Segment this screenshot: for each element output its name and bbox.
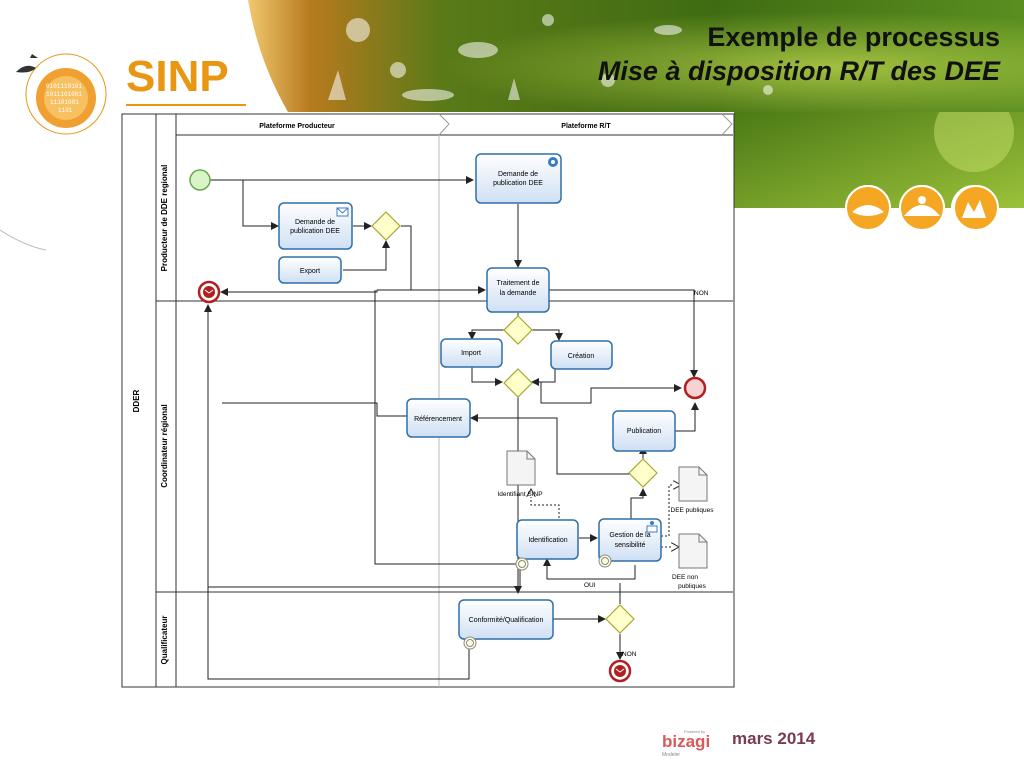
task-export: Export — [278, 256, 342, 284]
label-non-bottom: NON — [622, 651, 637, 658]
banner-graphic — [248, 0, 1024, 112]
artifact-identifiant-sinp: Identifiant SINP — [497, 450, 543, 498]
gateway-merge — [503, 368, 533, 398]
timer-boundary-icon-2 — [598, 554, 612, 568]
task-creation-label: Création — [568, 353, 595, 360]
sinp-emblem: 0101110101 1011101001 11101001 1101 — [6, 42, 122, 142]
task-publication: Publication — [612, 410, 676, 452]
task-demande-publication-rt: Demande de publication DEE — [475, 153, 562, 204]
lane-label-coordinateur: Coordinateur régional — [160, 404, 169, 488]
task-traitement-demande: Traitement de la demande — [486, 267, 550, 313]
decorative-arc — [0, 229, 47, 251]
bpmn-diagram: DDER Producteur de DDE regional Coordina… — [121, 113, 735, 689]
modeler-text: Modeler — [662, 752, 680, 758]
task-conformite-label: Conformité/Qualification — [469, 617, 544, 624]
artifact-dee-publiques-label: DEE publiques — [671, 507, 715, 514]
task-demande-rt-line1: Demande de — [498, 171, 538, 178]
artifact-dee-non-label-line1: DEE non — [672, 574, 698, 581]
timer-boundary-icon — [515, 557, 529, 571]
artifact-dee-non-publiques: DEE non publiques — [672, 533, 708, 590]
emblem-binary-3: 11101001 — [50, 99, 79, 106]
task-referencement: Référencement — [406, 398, 471, 438]
end-event-message-bottom — [608, 659, 632, 683]
slide-subtitle: Mise à disposition R/T des DEE — [597, 56, 1000, 86]
task-gestion-sensibilite: Gestion de la sensibilité — [598, 518, 662, 568]
sinp-brand: SINP — [126, 52, 229, 101]
footer-date: mars 2014 — [732, 729, 816, 748]
label-oui: OUI — [584, 582, 596, 589]
task-referencement-label: Référencement — [414, 416, 462, 423]
emblem-binary-4: 1101 — [58, 107, 73, 114]
artifact-dee-non-label-line2: publiques — [678, 583, 707, 590]
task-demande-rt-line2: publication DEE — [493, 180, 543, 187]
task-identification: Identification — [515, 519, 579, 571]
task-demande-publication-producteur: Demande de publication DEE — [278, 202, 353, 250]
bizagi-wordmark: bizagi — [662, 732, 710, 751]
task-gestion-line1: Gestion de la — [609, 532, 650, 539]
artifact-identifiant-label: Identifiant SINP — [497, 491, 542, 498]
task-conformite-qualification: Conformité/Qualification — [458, 599, 554, 650]
task-identification-label: Identification — [528, 537, 567, 544]
task-traitement-line2: la demande — [500, 290, 537, 297]
task-traitement-line1: Traitement de — [497, 280, 540, 287]
emblem-binary-2: 1011101001 — [46, 91, 82, 98]
gateway-publication — [628, 458, 658, 488]
start-event — [189, 169, 211, 191]
label-non-top: NON — [694, 290, 709, 297]
task-creation: Création — [550, 340, 613, 370]
sequence-flows — [204, 176, 699, 680]
task-import: Import — [440, 338, 503, 368]
task-demande-prod-line1: Demande de — [295, 219, 335, 226]
gear-icon — [548, 157, 558, 167]
lane-label-qualificateur: Qualificateur — [160, 616, 169, 665]
phase-label-rt: Plateforme R/T — [561, 123, 611, 130]
pool-label: DDER — [132, 389, 141, 412]
task-import-label: Import — [461, 350, 481, 357]
task-demande-prod-line2: publication DEE — [290, 228, 340, 235]
artifact-dee-publiques: DEE publiques — [671, 466, 715, 514]
sinp-underline — [126, 104, 246, 106]
lane-label-producteur: Producteur de DDE regional — [160, 165, 169, 272]
bizagi-logo: Powered by bizagi Modeler — [662, 728, 724, 760]
end-event-message-top — [197, 280, 221, 304]
user-task-icon — [646, 521, 658, 533]
powered-by-text: Powered by — [684, 729, 705, 734]
task-gestion-line2: sensibilité — [615, 542, 646, 549]
phase-label-producteur: Plateforme Producteur — [259, 123, 335, 130]
task-export-label: Export — [300, 268, 320, 275]
gateway-producteur — [371, 211, 401, 241]
task-publication-label: Publication — [627, 428, 661, 435]
timer-boundary-icon-3 — [463, 636, 477, 650]
data-associations — [531, 485, 681, 547]
end-event-right — [683, 376, 707, 400]
gateway-split — [503, 315, 533, 345]
emblem-binary-1: 0101110101 — [46, 83, 82, 90]
envelope-icon — [336, 207, 349, 217]
header-banner-image — [248, 0, 1024, 112]
gateway-qualification — [605, 604, 635, 634]
slide-title: Exemple de processus — [707, 22, 1000, 52]
theme-icons — [845, 185, 999, 231]
